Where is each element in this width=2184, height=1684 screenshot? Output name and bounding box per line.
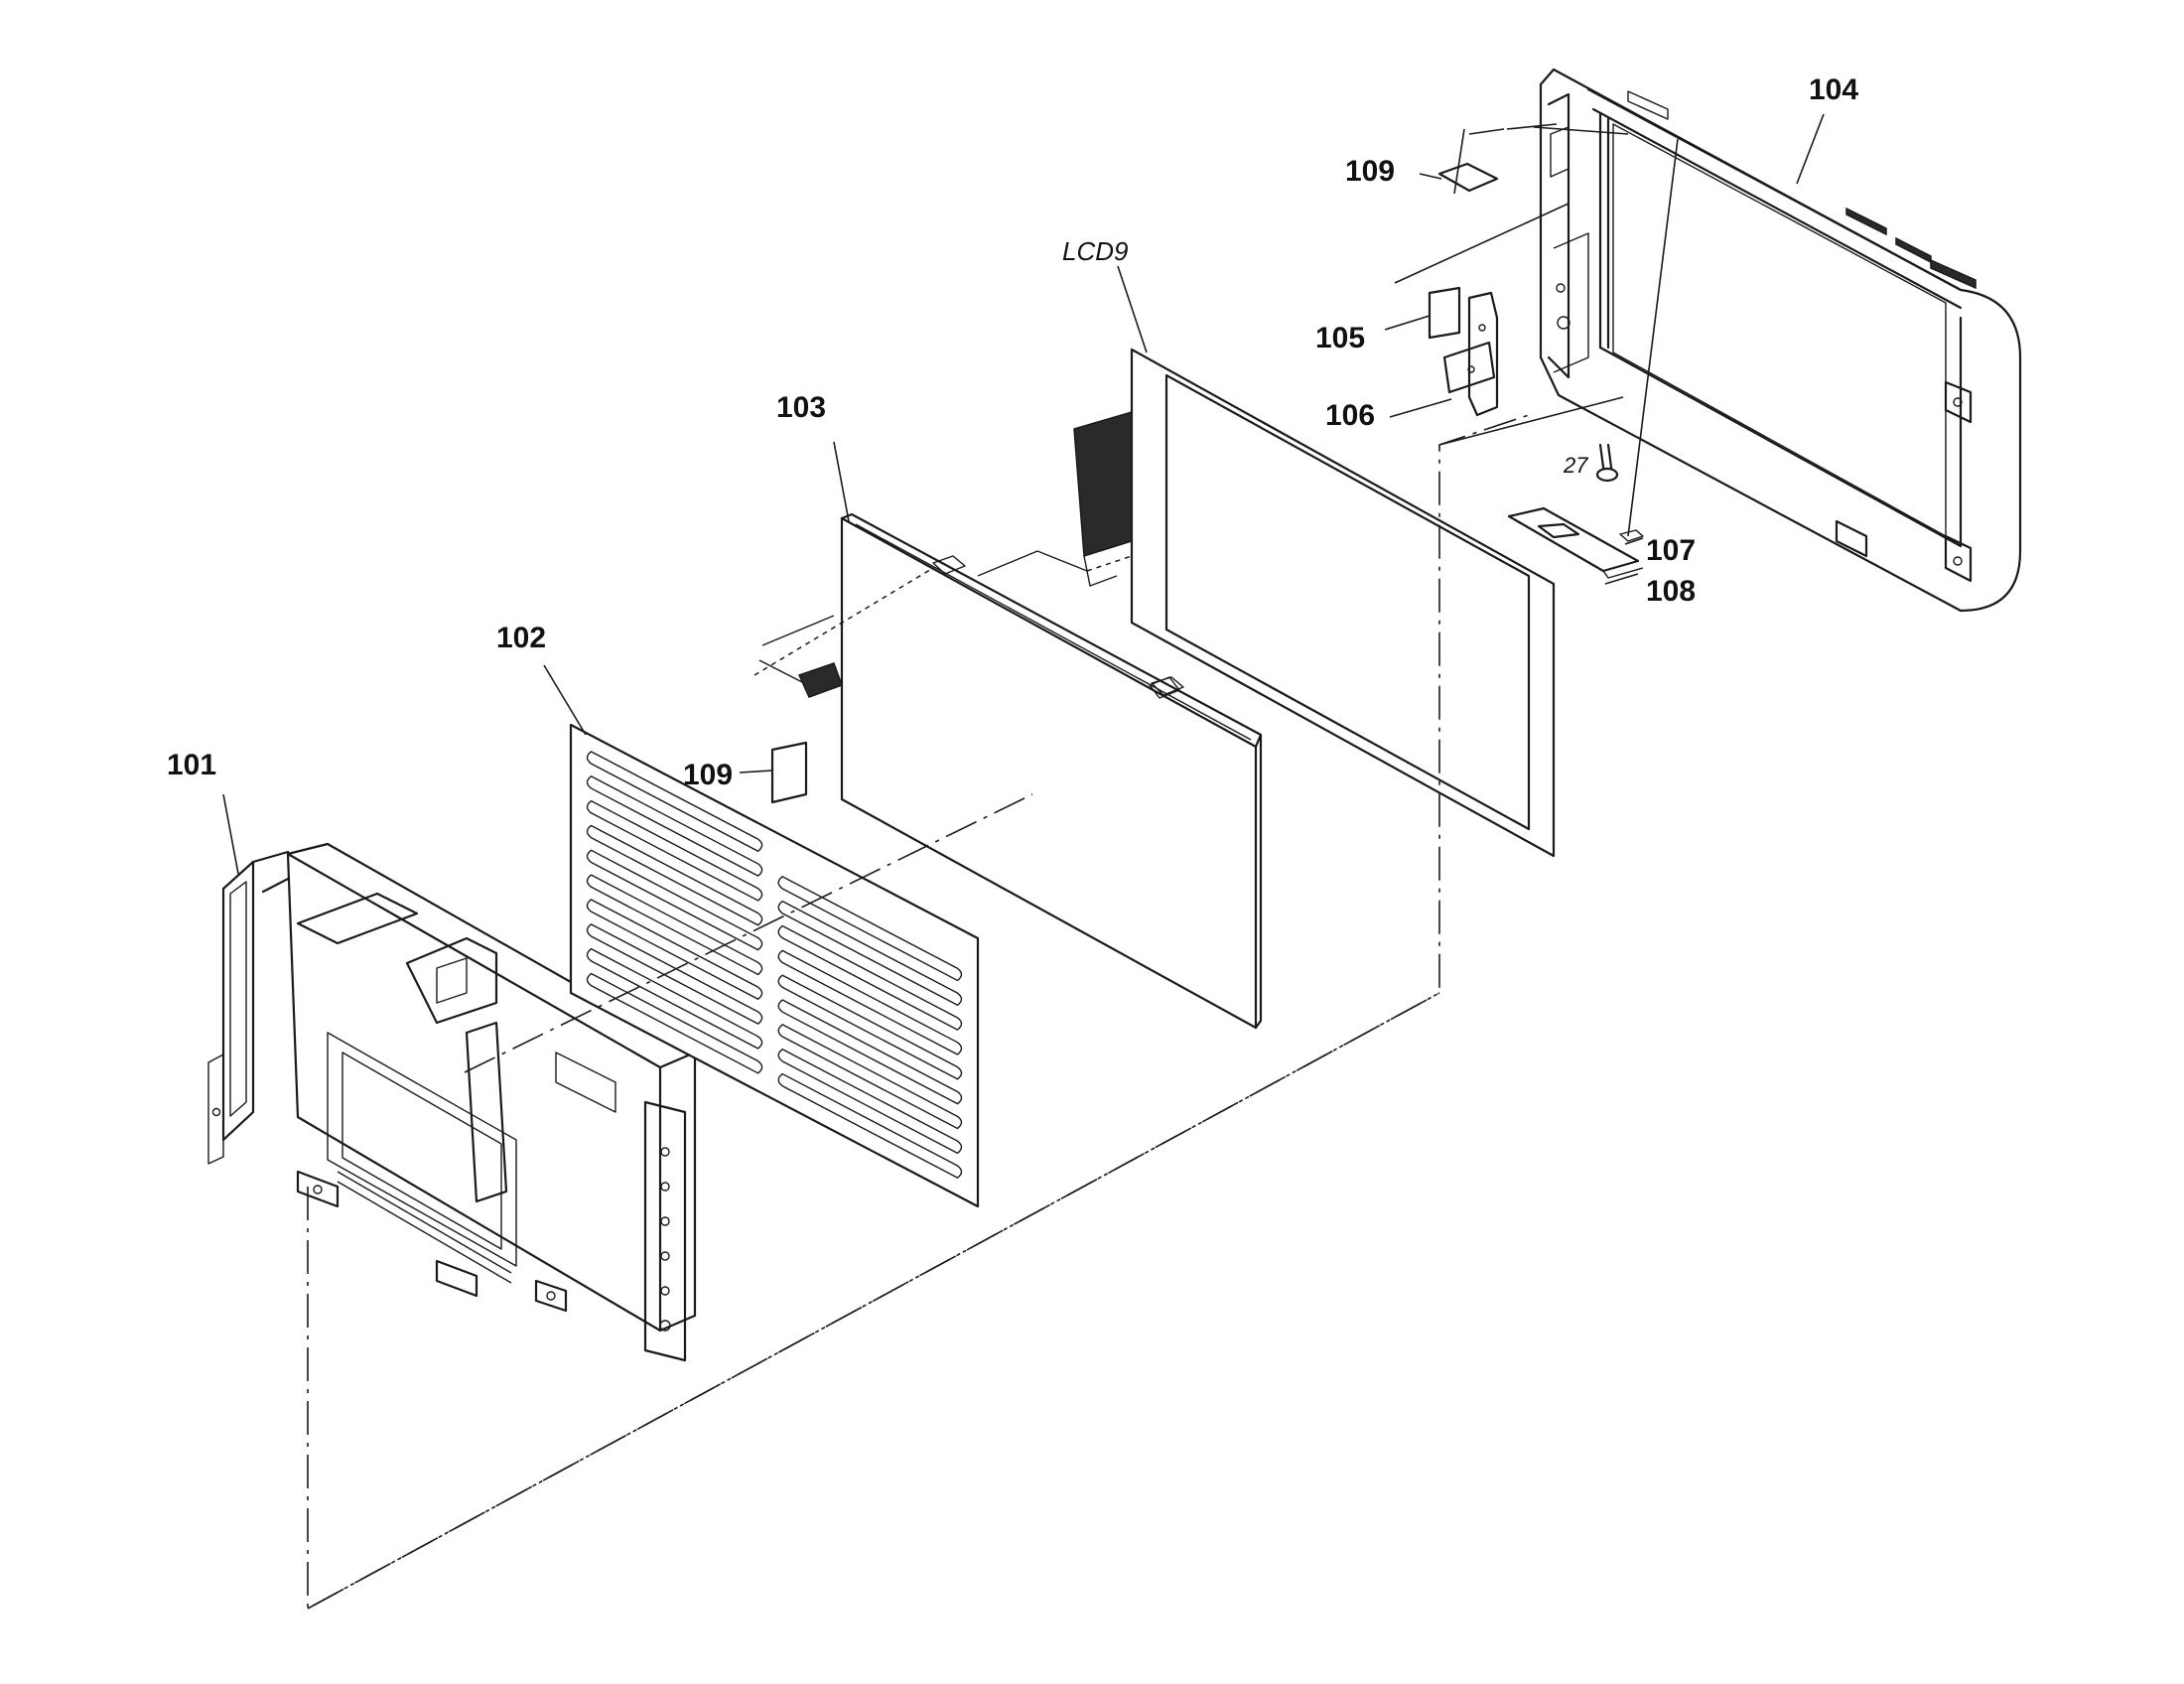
slot [777, 924, 963, 1031]
slot [777, 999, 963, 1105]
slot [777, 900, 963, 1006]
slot [586, 751, 763, 852]
part-102-slotted-sheet [569, 723, 980, 1208]
slot [777, 949, 963, 1055]
slot [777, 876, 963, 982]
part-109-middle-sheet [770, 741, 808, 804]
label-screw-27: 27 [1563, 453, 1588, 478]
label-108: 108 [1646, 575, 1696, 608]
label-107: 107 [1646, 534, 1696, 567]
label-109-top: 109 [1345, 155, 1395, 188]
label-103: 103 [776, 391, 826, 424]
slot [586, 923, 763, 1025]
screw-27 [1595, 443, 1619, 483]
label-104: 104 [1809, 73, 1858, 106]
part-105-small-sheet [1428, 286, 1461, 340]
callout-labels: 101 102 103 104 105 106 107 108 109 109 … [167, 73, 1858, 791]
assembly-lines [307, 123, 1679, 1611]
slot [777, 1072, 963, 1179]
slot [777, 1049, 963, 1155]
label-109-middle: 109 [683, 759, 733, 791]
slot [586, 972, 763, 1074]
label-106: 106 [1325, 399, 1375, 432]
slot [777, 974, 963, 1080]
part-107-small-piece [1619, 529, 1644, 542]
part-109-top-sheet [1437, 162, 1499, 193]
part-101-chassis-frame [207, 842, 697, 1362]
slot [586, 799, 763, 902]
slot [586, 874, 763, 976]
leader-lines [222, 113, 1825, 875]
slot [586, 849, 763, 951]
label-102: 102 [496, 622, 546, 654]
label-105: 105 [1315, 322, 1365, 354]
slot [586, 947, 763, 1050]
part-104-rear-cabinet [1539, 68, 2022, 613]
part-106-bracket [1442, 291, 1499, 417]
part-108-switch-bar [1507, 506, 1644, 579]
slot [586, 899, 763, 1000]
slot [586, 824, 763, 926]
label-lcd9: LCD9 [1062, 236, 1128, 266]
label-101: 101 [167, 749, 216, 781]
slot [777, 1024, 963, 1130]
slot [586, 775, 763, 877]
part-lcd9-frame [1073, 348, 1556, 858]
